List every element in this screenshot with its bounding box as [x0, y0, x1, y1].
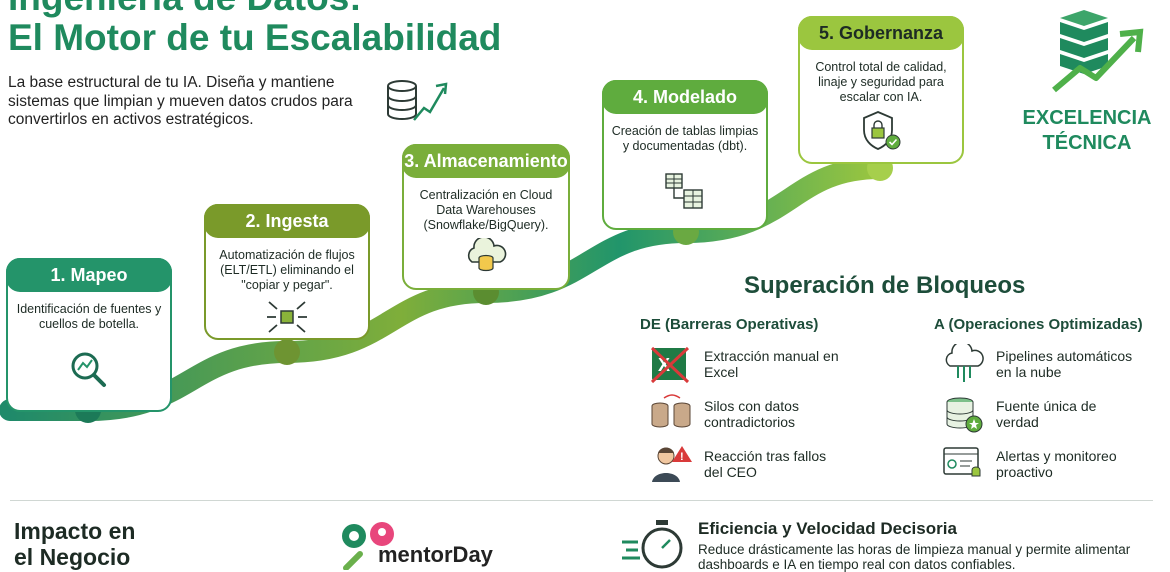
converging-arrows-cube-icon	[267, 301, 307, 333]
step-card-almacenamiento: 3. Almacenamiento Centralización en Clou…	[402, 144, 570, 290]
mentorday-logo-icon	[342, 522, 394, 570]
from-item-excel: X Extracción manual en Excel	[650, 344, 844, 384]
step-card-mapeo: 1. Mapeo Identificación de fuentes y cue…	[6, 258, 172, 412]
magnifier-chart-icon	[71, 352, 106, 387]
step-card-gobernanza: 5. Gobernanza Control total de calidad, …	[798, 16, 964, 164]
from-column-title: DE (Barreras Operativas)	[640, 316, 819, 333]
excel-crossed-icon: X	[650, 346, 690, 384]
step-node-2	[274, 339, 300, 365]
intro-text: La base estructural de tu IA. Diseña y m…	[8, 74, 353, 128]
from-item-silos: Silos con datos contradictorios	[650, 394, 844, 434]
from-item-ceo: ! Reacción tras fallos del CEO	[650, 444, 844, 484]
database-silos-icon	[651, 394, 691, 428]
shield-lock-icon	[863, 111, 901, 150]
svg-text:!: !	[680, 451, 684, 463]
monitor-bell-icon	[943, 447, 981, 477]
to-item-truth: Fuente única de verdad	[942, 394, 1136, 434]
to-item-pipelines: Pipelines automáticos en la nube	[942, 344, 1136, 384]
efficiency-title: Eficiencia y Velocidad Decisoria	[698, 519, 957, 538]
to-column-title: A (Operaciones Optimizadas)	[934, 316, 1143, 333]
section-divider	[10, 500, 1153, 501]
database-star-icon	[946, 397, 983, 433]
page-title: Ingeniería de Datos: El Motor de tu Esca…	[8, 0, 502, 58]
cloud-pipeline-icon	[945, 344, 984, 382]
step-card-ingesta: 2. Ingesta Automatización de flujos (ELT…	[204, 204, 370, 340]
person-warning-icon: !	[652, 446, 692, 482]
efficiency-text: Reduce drásticamente las horas de limpie…	[698, 542, 1131, 572]
impact-title: Impacto en el Negocio	[14, 518, 136, 570]
cloud-database-icon	[467, 238, 507, 272]
tables-icon	[665, 173, 703, 209]
database-arrow-icon	[387, 80, 448, 121]
svg-text:X: X	[658, 355, 670, 375]
to-item-alerts: Alertas y monitoreo proactivo	[942, 444, 1136, 484]
excellence-badge: EXCELENCIA TÉCNICA	[1022, 107, 1152, 154]
database-growth-icon	[1052, 10, 1144, 93]
brand-name: mentorDay	[378, 542, 493, 567]
step-card-modelado: 4. Modelado Creación de tablas limpias y…	[602, 80, 768, 230]
blockers-title: Superación de Bloqueos	[744, 272, 1026, 299]
stopwatch-icon	[622, 520, 683, 569]
